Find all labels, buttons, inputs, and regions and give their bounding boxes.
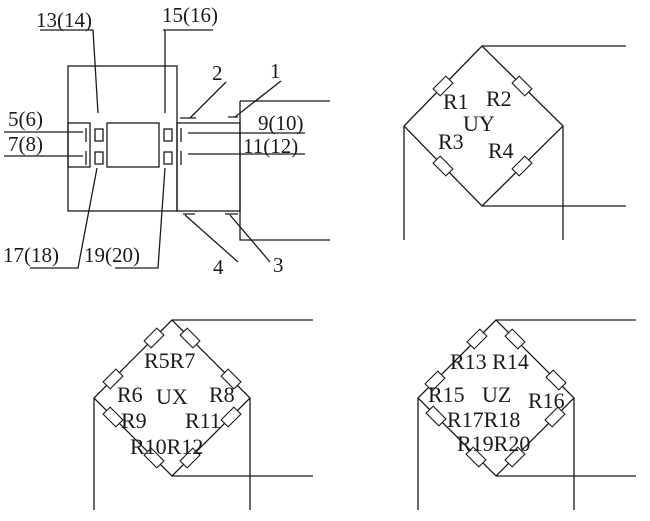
uy-label: UY [463,111,495,136]
r9-label: R9 [121,408,147,433]
bridge-uy: R1 R2 UY R3 R4 [403,45,626,240]
gauge-ticks [85,128,182,165]
sensor-structure: 13(14) 15(16) 2 1 5(6) 7(8) 9(10) 11(12)… [3,3,330,279]
r1-label: R1 [443,89,469,114]
label-11-12: 11(12) [243,134,298,158]
label-9-10: 9(10) [258,111,304,135]
label-4: 4 [213,255,224,279]
ux-label: UX [156,384,188,409]
r16-label: R16 [528,388,565,413]
r2-label: R2 [486,86,512,111]
r6-label: R6 [117,382,143,407]
label-3: 3 [273,253,284,277]
r15-label: R15 [428,382,465,407]
uz-label: UZ [482,382,511,407]
label-17-18: 17(18) [3,243,59,267]
gauge-19 [163,151,173,165]
gauge-17 [94,151,104,165]
label-13-14: 13(14) [36,8,92,32]
gauge-13 [94,128,104,142]
r19-r20-label: R19R20 [457,431,530,456]
outer-frame [67,65,178,212]
label-7-8: 7(8) [8,132,43,156]
r8-label: R8 [209,382,235,407]
label-1: 1 [270,59,281,83]
r13-r14-label: R13 R14 [450,349,529,374]
r3-label: R3 [438,129,464,154]
label-5-6: 5(6) [8,107,43,131]
left-block [67,122,91,168]
r17-r18-label: R17R18 [447,407,520,432]
r11-label: R11 [185,408,221,433]
bridge-uz: R13 R14 R15 UZ R16 R17R18 R19R20 [417,319,636,510]
label-2: 2 [212,61,223,85]
beam-section [176,122,241,212]
r4-label: R4 [488,138,514,163]
r5-r7-label: R5R7 [144,348,195,373]
surface-gauges [180,116,238,215]
center-block [106,122,160,168]
r10-r12-label: R10R12 [130,434,203,459]
label-15-16: 15(16) [162,3,218,27]
bridge-ux: R5R7 R6 UX R8 R9 R11 R10R12 [93,319,313,510]
gauge-15 [163,128,173,142]
label-19-20: 19(20) [84,243,140,267]
